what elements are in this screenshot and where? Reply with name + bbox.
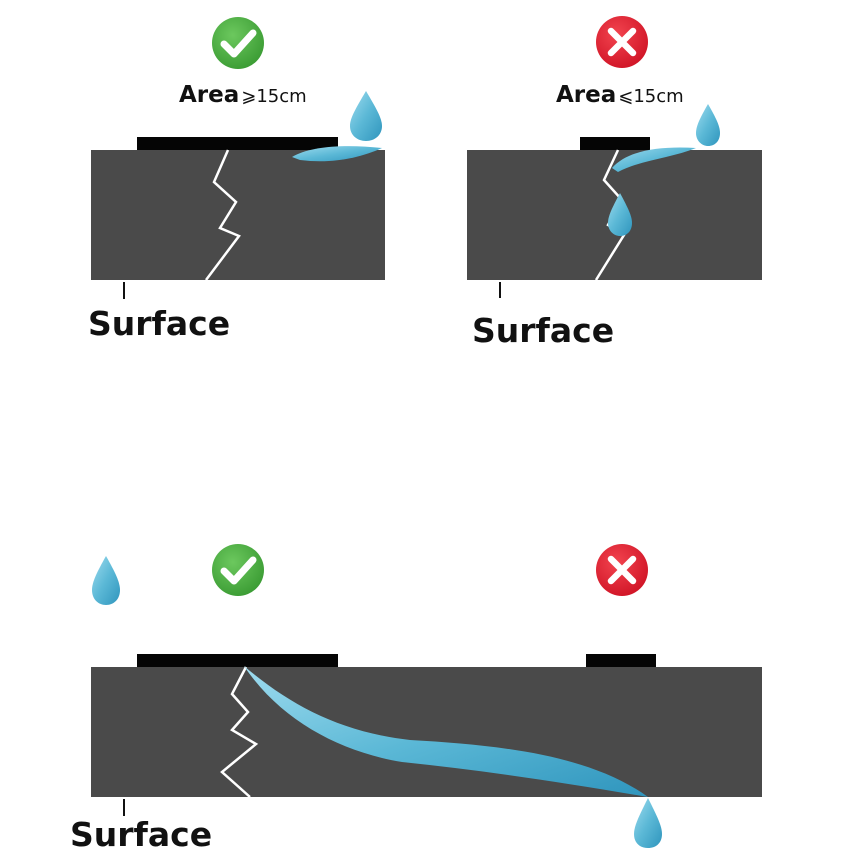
area-label-top-left: Area⩾15cm xyxy=(179,84,307,107)
check-icon xyxy=(212,17,264,69)
check-icon xyxy=(212,544,264,596)
cover-strip xyxy=(137,137,338,150)
area-label-value: ⩾15cm xyxy=(241,86,307,107)
cross-icon xyxy=(596,544,648,596)
cover-strip xyxy=(580,137,650,150)
surface-label-bottom: Surface xyxy=(70,815,213,854)
cross-icon xyxy=(596,16,648,68)
panel-bottom xyxy=(91,544,762,848)
water-seep xyxy=(244,666,648,797)
water-drop-icon xyxy=(350,91,382,141)
crack-line xyxy=(205,149,241,281)
water-drop-icon xyxy=(696,104,720,146)
panel-top-left xyxy=(91,17,385,299)
water-seep xyxy=(292,146,382,162)
area-label-word: Area xyxy=(556,82,617,108)
area-label-top-right: Area⩽15cm xyxy=(556,84,684,107)
water-drop-icon xyxy=(92,556,120,605)
water-drop-icon xyxy=(634,798,662,848)
concrete-slab xyxy=(91,150,385,280)
concrete-slab xyxy=(91,667,762,797)
area-label-word: Area xyxy=(179,82,240,108)
crack-line xyxy=(220,666,259,798)
cover-strip xyxy=(586,654,656,667)
surface-label-top-right: Surface xyxy=(472,311,615,350)
water-seep xyxy=(612,147,696,172)
panel-top-right xyxy=(467,16,762,298)
water-drop-icon xyxy=(608,193,632,236)
cover-strip xyxy=(137,654,338,667)
area-label-value: ⩽15cm xyxy=(618,86,684,107)
surface-label-top-left: Surface xyxy=(88,304,231,343)
